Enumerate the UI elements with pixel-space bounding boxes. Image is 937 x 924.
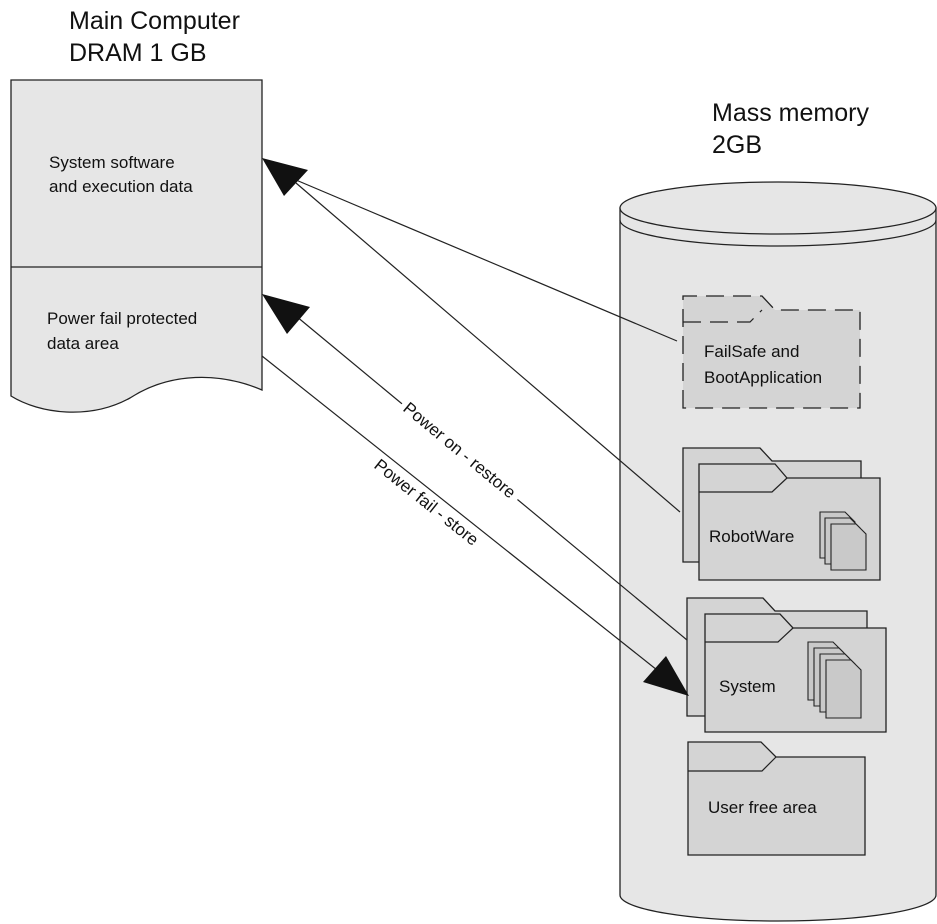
dram-block — [10, 79, 263, 413]
user-free-label: User free area — [708, 798, 817, 817]
system-doc-icon-4 — [825, 659, 862, 719]
system-software-label: System software — [49, 153, 175, 172]
robotware-boot-arrow-line — [295, 182, 681, 513]
system-label: System — [719, 677, 776, 696]
failsafe-boot-arrow-line — [295, 179, 678, 342]
system-folder: System — [686, 597, 887, 733]
boot-arrowhead — [262, 158, 308, 196]
bootapplication-label: BootApplication — [704, 368, 822, 387]
robotware-label: RobotWare — [709, 527, 794, 546]
mass-memory: Mass memory 2GB FailSafe and BootApplica… — [619, 99, 937, 922]
failsafe-label: FailSafe and — [704, 342, 799, 361]
data-area-label: data area — [47, 334, 119, 353]
cylinder-top — [619, 181, 937, 235]
robotware-doc-icon-3 — [830, 523, 867, 571]
power-on-arrowhead — [262, 294, 310, 334]
failsafe-folder-icon — [682, 295, 861, 409]
power-fail-area-label: Power fail protected — [47, 309, 197, 328]
execution-data-label: and execution data — [49, 177, 193, 196]
mass-memory-title: Mass memory — [712, 99, 869, 127]
robotware-folder: RobotWare — [682, 447, 881, 581]
main-computer: Main Computer DRAM 1 GB System software … — [10, 7, 263, 413]
main-computer-title: Main Computer — [69, 7, 240, 35]
failsafe-folder: FailSafe and BootApplication — [682, 295, 861, 409]
power-fail-arrow-line — [261, 355, 658, 671]
mass-memory-size: 2GB — [712, 131, 762, 159]
power-fail-arrowhead — [643, 656, 689, 696]
cylinder-rim — [619, 219, 937, 247]
user-free-folder: User free area — [687, 741, 866, 856]
main-computer-dram: DRAM 1 GB — [69, 39, 207, 67]
